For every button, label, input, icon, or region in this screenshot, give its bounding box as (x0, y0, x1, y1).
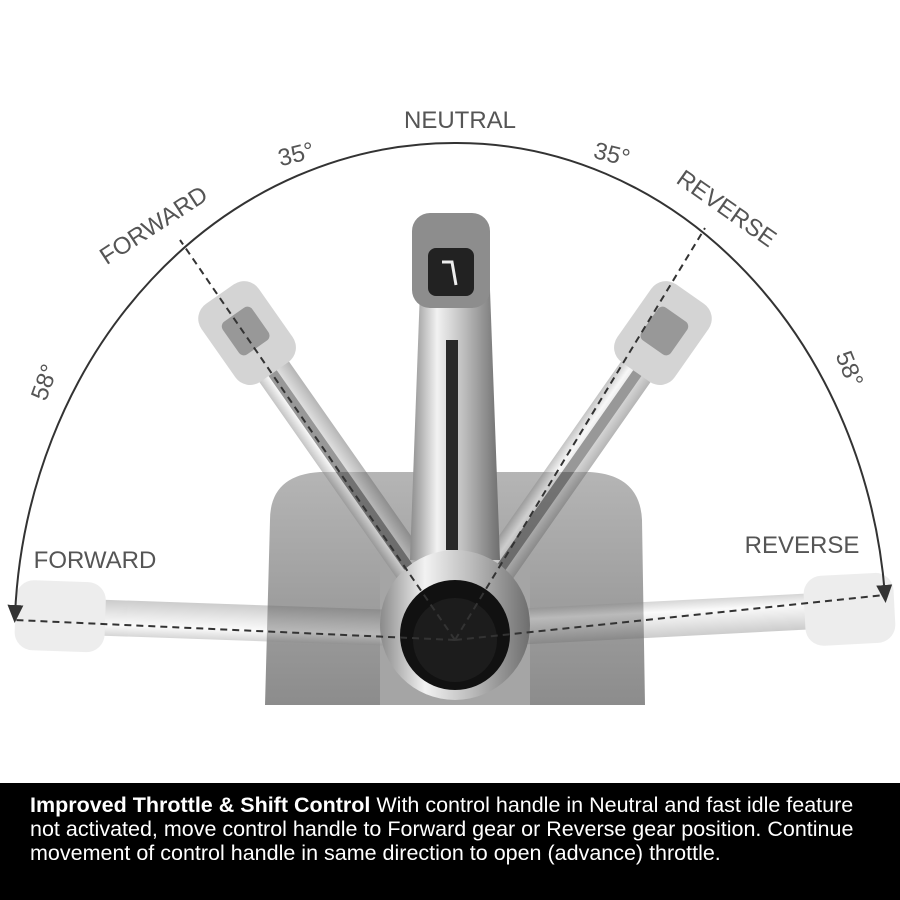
label-angle-left-throttle: 58° (26, 361, 64, 404)
label-reverse-shift: REVERSE (672, 165, 781, 253)
range-arc (7, 141, 893, 641)
label-angle-right-shift: 35° (591, 137, 633, 172)
label-angle-left-shift: 35° (275, 137, 317, 172)
handle-reverse-throttle (474, 572, 896, 647)
label-forward-shift: FORWARD (95, 181, 213, 270)
label-neutral: NEUTRAL (404, 107, 516, 134)
label-forward-throttle: FORWARD (34, 547, 157, 574)
throttle-shift-diagram: NEUTRAL 35° 35° FORWARD REVERSE 58° 58° … (7, 107, 896, 705)
handle-reverse-shift (450, 281, 712, 628)
label-angle-right-throttle: 58° (830, 347, 869, 391)
handle-forward-shift (198, 281, 460, 628)
caption-body: With control handle in Neutral and fast … (30, 793, 854, 865)
handle-forward-throttle (14, 580, 436, 653)
label-reverse-throttle: REVERSE (745, 532, 860, 559)
caption-title: Improved Throttle & Shift Control (30, 793, 371, 817)
caption-panel: Improved Throttle & Shift Control With c… (0, 783, 900, 900)
handle-neutral (380, 213, 530, 700)
